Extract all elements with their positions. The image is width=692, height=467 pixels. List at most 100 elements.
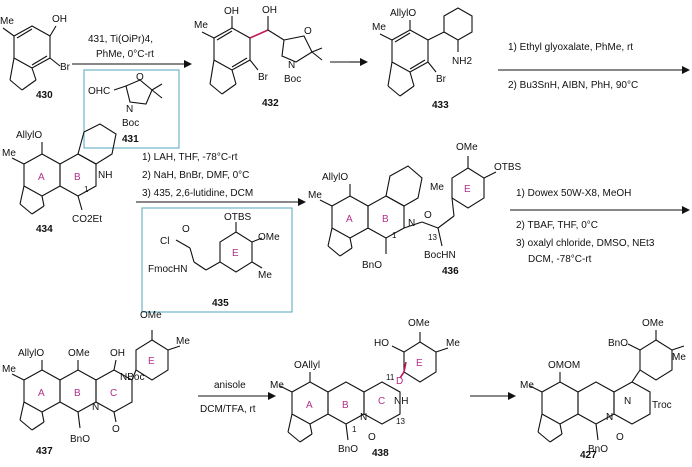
amide-o-label: O — [424, 210, 432, 221]
step5-reagents-line1: 1) Dowex 50W-X8, MeOH — [516, 188, 631, 199]
ring-n-label: N — [624, 396, 631, 407]
methyl-label: Me — [308, 190, 322, 201]
compound-430: Me OH Br 430 — [0, 14, 71, 101]
aldehyde-label: OHC — [88, 86, 110, 97]
compound-number-436: 436 — [442, 266, 459, 277]
amide-n-label: N — [606, 412, 613, 423]
methyl-label: Me — [270, 380, 284, 391]
allyloxy-label: AllylO — [390, 8, 416, 19]
position-13-label: 13 — [428, 233, 437, 242]
hydroxyl-label: OH — [110, 348, 125, 359]
bromo-label: Br — [258, 72, 269, 83]
compound-number-430: 430 — [36, 90, 53, 101]
methoxy-label: OMe — [408, 318, 430, 329]
methyl-label-2: Me — [672, 352, 686, 363]
mom-ether-label: OMOM — [548, 360, 580, 371]
carbonyl-o-label: O — [112, 424, 120, 435]
ring-c-label: C — [110, 388, 117, 399]
hydroxyl-label: OH — [224, 6, 239, 17]
troc-label: Troc — [652, 400, 672, 411]
boc-label: Boc — [284, 74, 301, 85]
ring-a-label: A — [306, 400, 313, 411]
step4-reagents-line1: 1) LAH, THF, -78°C-rt — [142, 152, 238, 163]
compound-number-435: 435 — [212, 298, 229, 309]
boc-amine-label: BocHN — [424, 250, 456, 261]
step6-reagents-line2: DCM/TFA, rt — [200, 404, 256, 415]
position-13-label: 13 — [396, 417, 405, 426]
methyl-label-2: Me — [446, 338, 460, 349]
benzyloxy-label: BnO — [70, 434, 90, 445]
methyl-label: Me — [258, 270, 272, 281]
carbonyl-o-label: O — [616, 432, 624, 443]
tbs-ether-label: OTBS — [224, 212, 252, 223]
ring-e-label: E — [148, 356, 155, 367]
hydroxyl-label: HO — [374, 338, 389, 349]
step3-reagents-line1: 1) Ethyl glyoxalate, PhMe, rt — [508, 42, 633, 53]
step5-reagents-line2: 2) TBAF, THF, 0°C — [516, 220, 598, 231]
benzyloxy-label: BnO — [338, 444, 358, 455]
step6-reagents-line1: anisole — [214, 380, 246, 391]
step1-reagents-line2: PhMe, 0°C-rt — [96, 49, 154, 60]
compound-437: AllylO Me OMe OH OMe Me A B C E NBoc N O… — [2, 310, 190, 457]
ring-o-label: O — [136, 72, 144, 83]
methoxy-label: OMe — [456, 142, 478, 153]
ring-e-label: E — [416, 358, 423, 369]
bromo-label: Br — [436, 74, 447, 85]
ring-a-label: A — [38, 172, 45, 183]
compound-number-427: 427 — [580, 450, 597, 461]
compound-number-437: 437 — [36, 446, 53, 457]
methyl-label: Me — [520, 380, 534, 391]
ring-b-label: B — [342, 400, 349, 411]
ring-a-label: A — [38, 388, 45, 399]
boc-label: Boc — [122, 118, 139, 129]
compound-number-434: 434 — [36, 224, 53, 235]
carbonyl-o-label: O — [368, 432, 376, 443]
position-11-label: 11 — [386, 373, 395, 382]
methyl-label: Me — [2, 364, 16, 375]
hydroxyl-label-2: OH — [262, 5, 277, 16]
tbs-ether-label: OTBS — [494, 162, 522, 173]
ester-label: CO2Et — [72, 214, 102, 225]
methyl-label: Me — [372, 22, 386, 33]
carbonyl-o-label: O — [182, 224, 190, 235]
ring-c-label: C — [378, 396, 385, 407]
compound-number-431: 431 — [122, 134, 139, 145]
compound-number-433: 433 — [432, 100, 449, 111]
ring-n-label: N — [360, 412, 367, 423]
position-1-label: 1 — [352, 425, 357, 434]
reaction-arrow-7 — [470, 392, 516, 400]
step1-reagents-line1: 431, Ti(OiPr)4, — [88, 34, 153, 45]
reaction-arrow-2 — [330, 58, 368, 66]
reagent-box-435: OTBS OMe Me Cl O FmocHN E 435 — [141, 207, 293, 313]
reagent-box-431: OHC O N Boc 431 — [83, 69, 180, 149]
benzyloxy-label: BnO — [362, 260, 382, 271]
allyloxy-label: AllylO — [18, 348, 44, 359]
ring-b-label: B — [74, 172, 81, 183]
benzyloxy-label-2: BnO — [588, 444, 608, 455]
methoxy-label: OMe — [258, 232, 280, 243]
amine-label: NH — [98, 170, 112, 181]
methyl-label: Me — [194, 20, 208, 31]
chloride-label: Cl — [160, 236, 169, 247]
amine-label: NH2 — [452, 56, 472, 67]
compound-434: AllylO Me A B NH 1 CO2Et 434 — [2, 123, 117, 235]
compound-433: AllylO Me Br NH2 433 — [372, 7, 473, 111]
benzyloxy-label: BnO — [608, 338, 628, 349]
nboc-label: NBoc — [120, 372, 144, 383]
methyl-label-2: Me — [176, 336, 190, 347]
ring-o-label: O — [304, 26, 312, 37]
compound-438: OAllyl Me HO OMe Me A B C D E NH 11 13 1… — [270, 318, 460, 459]
ring-e-label: E — [232, 248, 239, 259]
fmoc-amine-label: FmocHN — [148, 264, 187, 275]
step3-reagents-line2: 2) Bu3SnH, AIBN, PhH, 90°C — [508, 80, 638, 91]
hydroxyl-label: OH — [52, 14, 67, 25]
compound-436: AllylO Me A B E N O 1 13 BnO BocHN OMe O… — [308, 142, 522, 277]
allyloxy-label: AllylO — [16, 130, 42, 141]
allyloxy-label: AllylO — [322, 172, 348, 183]
methoxy-label-2: OMe — [140, 310, 162, 321]
ring-n-label: N — [126, 104, 133, 115]
ring-a-label: A — [346, 214, 353, 225]
step4-reagents-line2: 2) NaH, BnBr, DMF, 0°C — [142, 170, 249, 181]
amide-n-label: N — [408, 218, 415, 229]
